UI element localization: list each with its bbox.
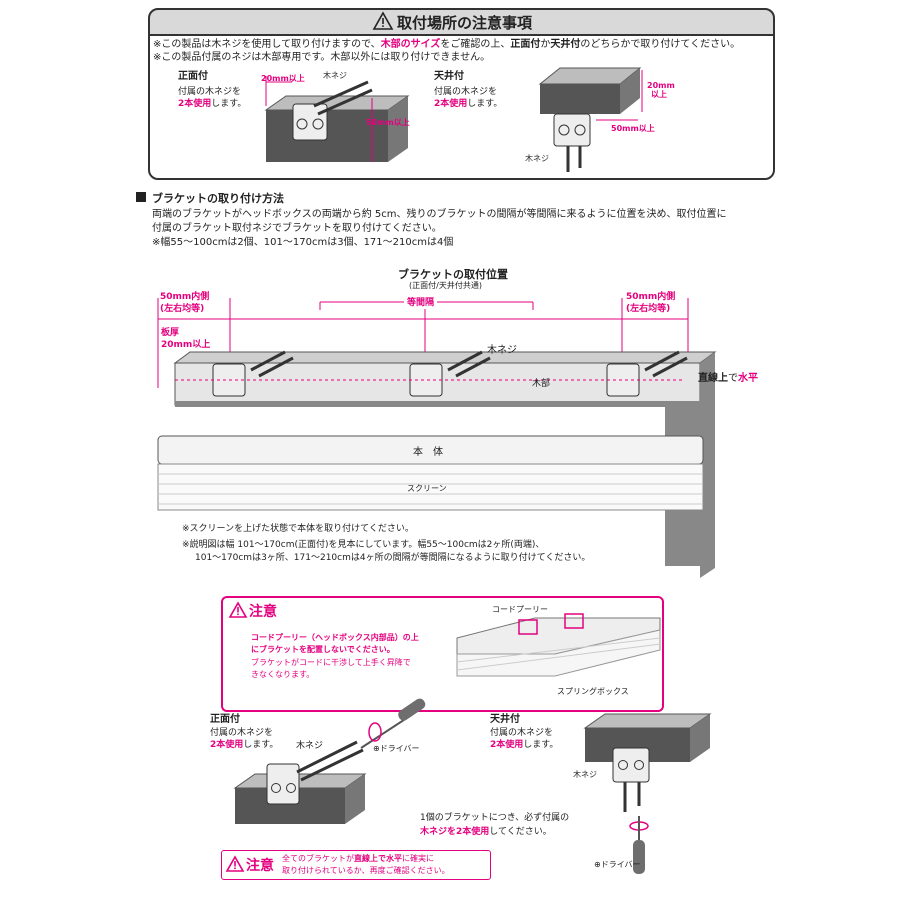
section-p2: 付属のブラケット取付ネジでブラケットを取り付けてください。 (152, 223, 442, 234)
note1: ※スクリーンを上げた状態で本体を取り付けてください。 (182, 524, 414, 534)
ceiling-mount-illustration (538, 67, 643, 172)
bottom-front-screw: 木ネジ (296, 741, 324, 751)
one-bracket-2: 木ネジを2本使用してください。 (420, 827, 552, 837)
front-mount-illustration (264, 76, 410, 162)
one-bracket-1: 1個のブラケットにつき、必ず付属の (420, 813, 570, 823)
bottom-ceiling-illustration (583, 713, 712, 874)
body-label: 本 体 (413, 447, 443, 458)
final-caution-line2: 取り付けられているか、再度ご確認ください。 (282, 866, 450, 875)
final-caution-line1: 全てのブラケットが直線上で水平に確実に (282, 854, 434, 863)
front-dim-top: 20mm以上 (261, 74, 305, 83)
final-caution-box (221, 850, 491, 880)
equal-spacing: 等間隔 (404, 297, 438, 309)
section-bullet (136, 192, 146, 202)
diagram-subtitle: (正面付/天井付共通) (409, 281, 482, 290)
section-p3: ※幅55～100cmは2個、101～170cmは3個、171～210cmは4個 (152, 237, 454, 248)
right-dim-2: (左右均等) (626, 304, 671, 314)
warning-icon (372, 11, 394, 30)
thickness-2: 20mm以上 (161, 340, 211, 350)
note3: 101～170cmは3ヶ所、171～210cmは4ヶ所の間隔が等間隔になるように… (195, 553, 591, 563)
ceiling-dim-side-2: 以上 (651, 90, 667, 99)
driver-label-2: ⊕ドライバー (594, 860, 641, 869)
notice-line2: ※この製品付属のネジは木部専用です。木部以外には取り付けできません。 (153, 52, 491, 63)
front-label: 正面付 (178, 71, 208, 82)
caution-line4: きなくなります。 (251, 670, 315, 679)
ceiling-screw-label: 木ネジ (525, 154, 549, 163)
pulley-label: コードプーリー (492, 605, 548, 614)
caution-box (221, 596, 664, 712)
right-dim-1: 50mm内側 (626, 292, 676, 302)
warning-icon (225, 855, 245, 872)
screen-label: スクリーン (407, 484, 447, 493)
caution-line3: ブラケットがコードに干渉して上手く昇降で (251, 658, 411, 667)
ceiling-dim-side-1: 20mm (647, 81, 675, 90)
bottom-ceiling-screw: 木ネジ (573, 770, 597, 779)
section-heading: ブラケットの取り付け方法 (152, 192, 284, 205)
ceiling-label: 天井付 (434, 71, 464, 82)
notice-title: 取付場所の注意事項 (397, 14, 533, 32)
notice-box (148, 8, 775, 180)
driver-label: ⊕ドライバー (373, 744, 420, 753)
front-screw-label: 木ネジ (323, 71, 347, 80)
level-label: 直線上で水平 (698, 373, 758, 384)
bottom-ceiling-label: 天井付 (490, 714, 520, 725)
ceiling-dim-bottom: 50mm以上 (611, 124, 655, 133)
final-caution-title: 注意 (246, 858, 274, 874)
pulley-illustration (456, 613, 661, 677)
diagram-screw: 木ネジ (487, 345, 517, 356)
wood-label: 木部 (532, 379, 551, 389)
caution-line2: にブラケットを配置しないでください。 (251, 645, 395, 654)
section-p1: 両端のブラケットがヘッドボックスの両端から約 5cm、残りのブラケットの間隔が等… (152, 209, 727, 220)
thickness-1: 板厚 (161, 328, 180, 338)
left-dim-2: (左右均等) (160, 304, 205, 314)
left-dim-1: 50mm内側 (160, 292, 210, 302)
bracket-position-diagram (157, 298, 717, 578)
caution-line1: コードプーリー（ヘッドボックス内部品）の上 (251, 633, 419, 642)
bottom-front-illustration (233, 698, 426, 824)
front-dim-side: 50mm以上 (366, 118, 410, 127)
caution-title: 注意 (249, 604, 277, 620)
diagram-title: ブラケットの取付位置 (398, 268, 508, 281)
warning-icon (228, 601, 248, 618)
bottom-front-label: 正面付 (210, 714, 240, 725)
notice-line1: ※この製品は木ネジを使用して取り付けますので、木部のサイズをご確認の上、正面付か… (153, 39, 741, 50)
notice-header (148, 8, 775, 36)
note2: ※説明図は幅 101～170cm(正面付)を見本にしています。幅55～100cm… (182, 540, 545, 550)
spring-box-label: スプリングボックス (557, 687, 629, 696)
